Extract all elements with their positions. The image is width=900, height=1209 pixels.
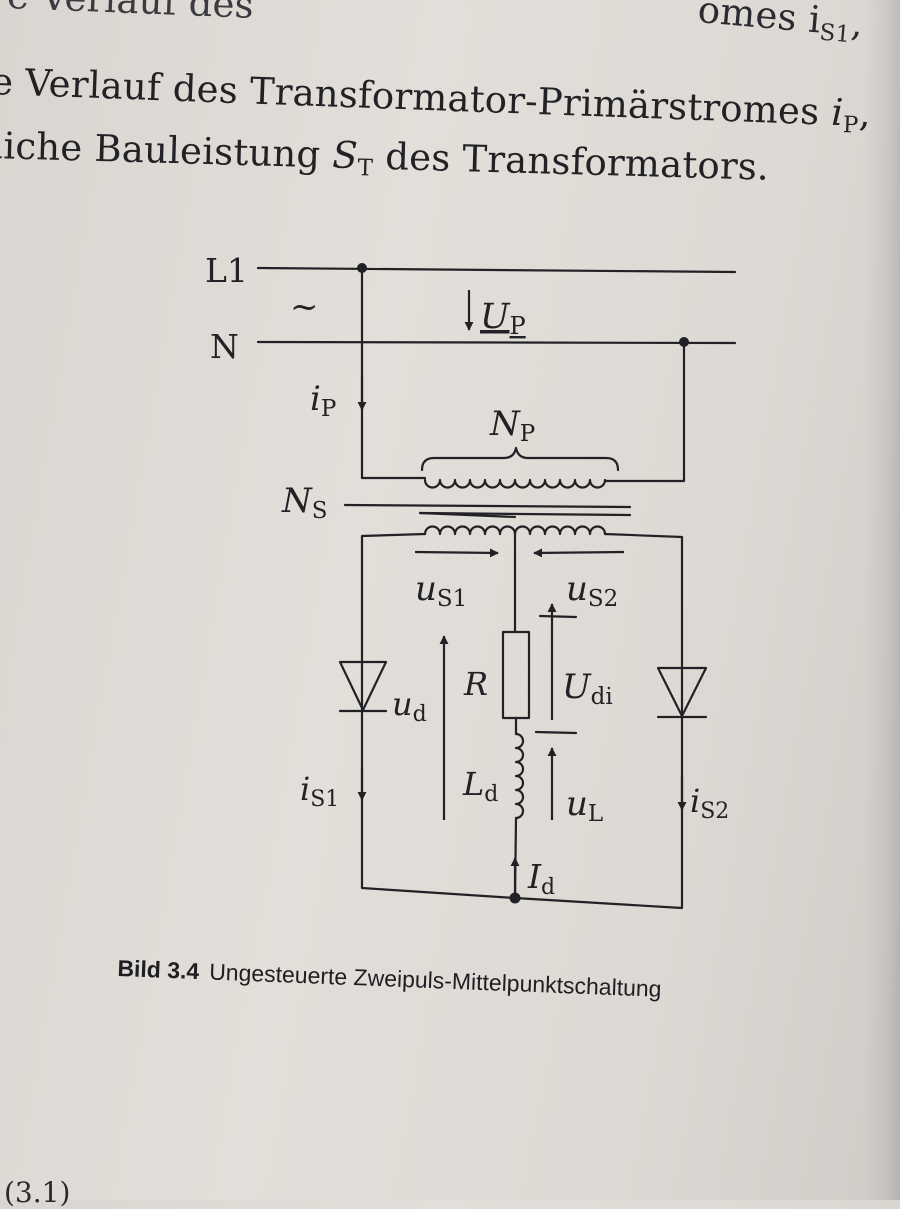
np-brace [420, 446, 620, 472]
us1-arrow [414, 548, 499, 558]
primary-winding [423, 478, 607, 489]
core-line-1 [343, 503, 632, 509]
label-ul: uL [566, 784, 603, 827]
resistor-r [501, 630, 531, 720]
label-us2: uS2 [566, 569, 618, 612]
label-ac-symbol: ~ [290, 287, 319, 327]
junction-l1 [357, 263, 367, 273]
primary-left-wire [360, 266, 427, 480]
diode-right [656, 666, 708, 718]
label-id: Id [527, 857, 555, 900]
label-ip: iP [310, 379, 336, 422]
ns-leader-line [418, 511, 517, 519]
inductor-ld [514, 732, 525, 820]
secondary-winding-right [513, 525, 607, 536]
label-ud: ud [392, 685, 427, 727]
label-us1: uS1 [415, 569, 467, 612]
udi-minus-bar [534, 730, 578, 735]
label-up: UP [480, 297, 526, 340]
core-line-2 [418, 511, 632, 517]
footer-fragment: (3.1) [4, 1176, 71, 1209]
secondary-right-wire [513, 532, 684, 910]
label-ns: NS [281, 481, 328, 524]
label-ld: Ld [462, 765, 498, 807]
line-l1 [256, 266, 737, 274]
us2-arrow [533, 548, 625, 558]
label-np: NP [489, 404, 535, 447]
label-is1: iS1 [300, 770, 339, 812]
label-udi: Udi [562, 667, 613, 710]
udi-plus-bar [538, 614, 578, 619]
junction-bottom [509, 892, 521, 904]
junction-n [679, 337, 689, 347]
primary-right-wire [603, 340, 686, 483]
diode-left [338, 660, 388, 712]
line-n [256, 340, 737, 345]
secondary-winding-left [423, 525, 517, 536]
label-r: R [463, 665, 488, 703]
label-is2: iS2 [690, 782, 729, 824]
label-l1: L1 [205, 251, 248, 290]
label-n: N [210, 327, 239, 366]
figure-number: Bild 3.4 [117, 955, 200, 985]
page-edge-shadow [864, 0, 900, 1200]
